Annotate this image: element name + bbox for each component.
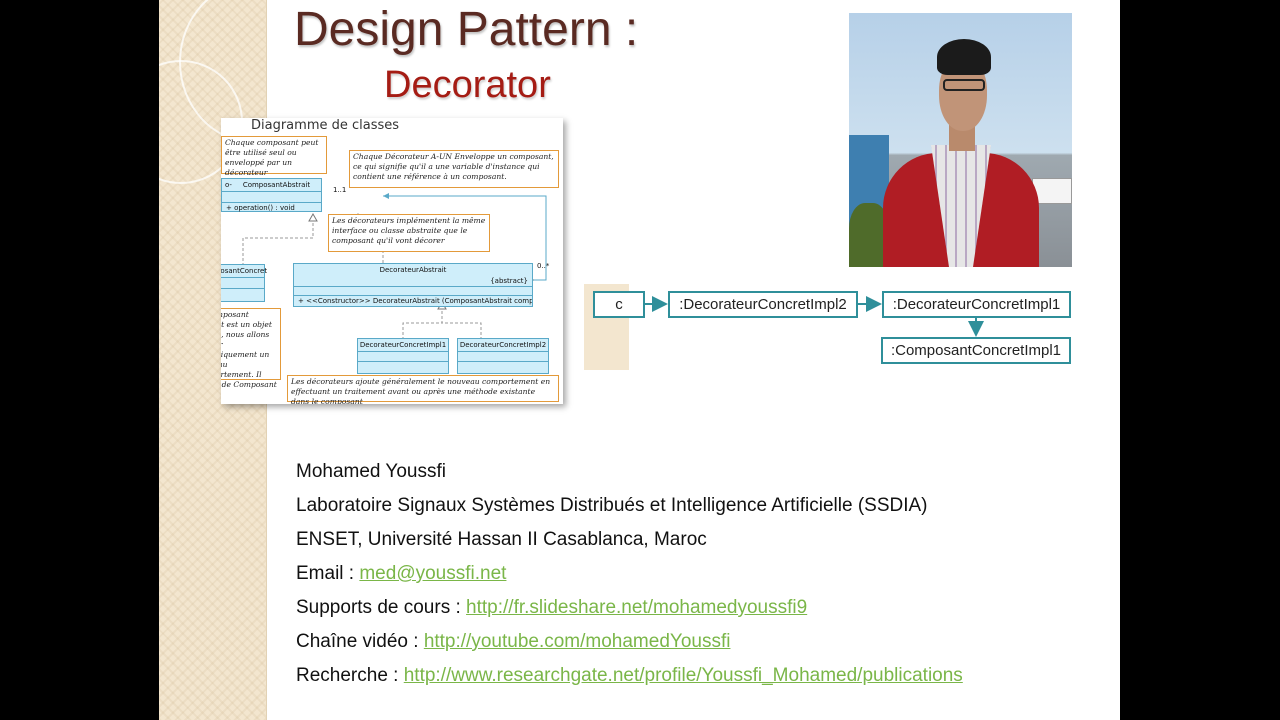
uml-class-title: DecorateurAbstrait [379,266,447,274]
uml-class-composant-abstrait: o- ComposantAbstrait + operation() : voi… [221,178,322,212]
uml-multiplicity-one: 1..1 [333,186,347,194]
uml-class-decorateur-abstrait: DecorateurAbstrait {abstract} + <<Constr… [293,263,533,307]
uml-class-impl2: DecorateurConcretImpl2 [457,338,549,374]
object-c: c [593,291,645,318]
uml-marker: o- [225,181,232,189]
uml-note-composant: Chaque composant peut être utilisé seul … [221,136,327,177]
uml-stereotype: {abstract} [294,276,532,287]
supports-label: Supports de cours : [296,597,467,618]
email-link[interactable]: med@youssfi.net [359,563,507,584]
email-line: Email : med@youssfi.net [296,557,963,591]
uml-class-impl1: DecorateurConcretImpl1 [357,338,449,374]
object-decorateur-impl1: :DecorateurConcretImpl1 [882,291,1071,318]
uml-multiplicity-many: 0..* [537,262,550,270]
author-photo [849,13,1072,267]
video-link[interactable]: http://youtube.com/mohamedYoussfi [423,631,731,652]
author-lab: Laboratoire Signaux Systèmes Distribués … [296,495,928,516]
uml-class-name: o- ComposantAbstrait [222,179,321,192]
object-decorateur-impl2: :DecorateurConcretImpl2 [668,291,858,318]
slide-subtitle: Decorator [384,64,551,106]
email-label: Email : [296,563,360,584]
recherche-line: Recherche : http://www.researchgate.net/… [296,659,963,693]
uml-note-interface: Les décorateurs implémentent la même int… [328,214,490,252]
uml-note-decorateur-a-un: Chaque Décorateur A-UN Enveloppe un comp… [349,150,559,188]
slide-title: Design Pattern : [294,3,639,56]
author-school: ENSET, Université Hassan II Casablanca, … [296,529,707,550]
uml-class-title: DecorateurConcretImpl1 [358,339,448,352]
object-composant-concret: :ComposantConcretImpl1 [881,337,1071,364]
uml-class-composant-concret: ComposantConcret [221,264,267,302]
slide: Design Pattern : Decorator Diagramme de … [159,0,1120,720]
uml-class-title: ComposantAbstrait [242,181,311,189]
uml-header: Diagramme de classes [251,118,400,133]
recherche-label: Recherche : [296,665,404,686]
uml-class-title: ComposantConcret [221,265,267,278]
object-chain-arrows [643,296,984,337]
supports-line: Supports de cours : http://fr.slideshare… [296,591,963,625]
uml-note-comportement: Les décorateurs ajoute généralement le n… [287,375,559,404]
supports-link[interactable]: http://fr.slideshare.net/mohamedyoussfi9 [466,597,808,618]
recherche-link[interactable]: http://www.researchgate.net/profile/Yous… [403,665,963,686]
uml-note-concret: Le composant concret est un objet auquel… [221,308,281,389]
uml-class-title: DecorateurConcretImpl2 [458,339,548,352]
video-label: Chaîne vidéo : [296,631,424,652]
uml-operation: + <<Constructor>> DecorateurAbstrait (Co… [298,297,532,305]
author-info: Mohamed Youssfi Laboratoire Signaux Syst… [296,455,963,693]
video-line: Chaîne vidéo : http://youtube.com/mohame… [296,625,963,659]
uml-class-diagram: Diagramme de classes Chaque composant pe… [221,118,563,404]
author-name: Mohamed Youssfi [296,461,446,482]
uml-operation: + operation() : void [226,204,295,212]
